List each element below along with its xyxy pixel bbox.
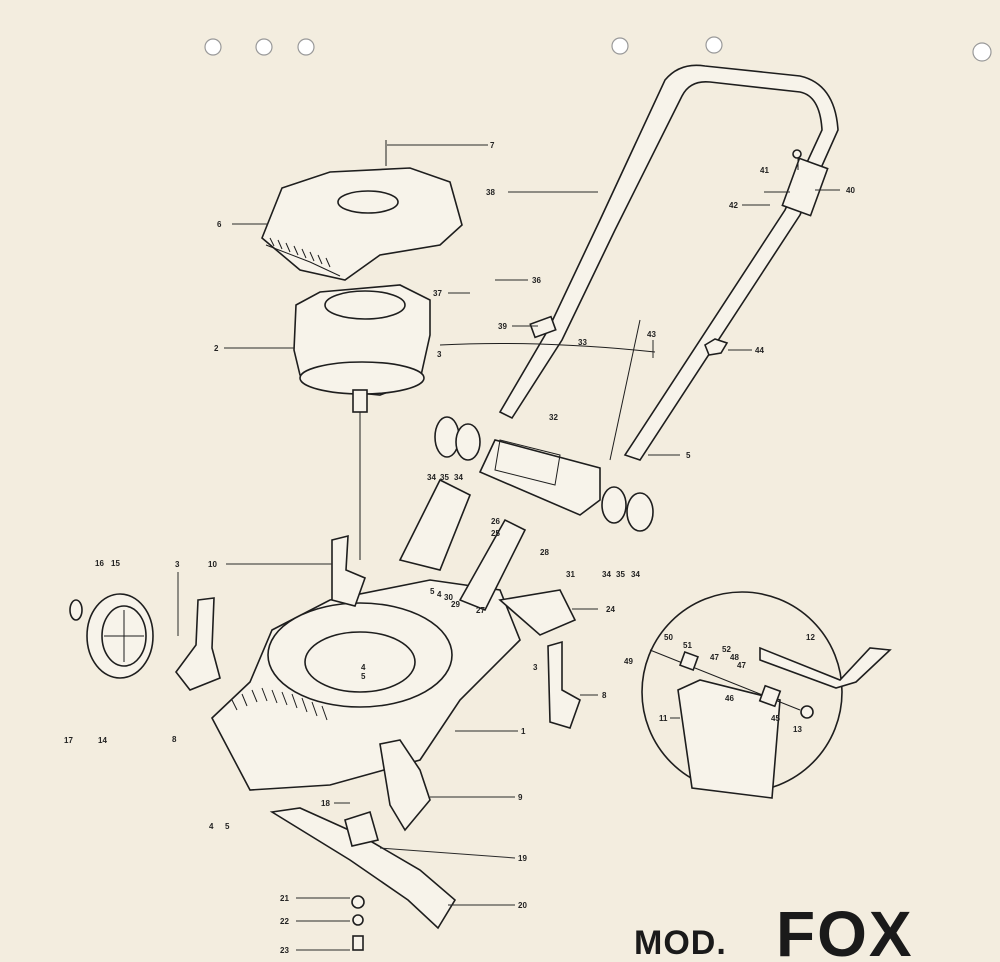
wheel-rear-left [69,593,154,679]
callout-3: 3 [437,350,442,359]
callout-38: 38 [486,188,495,197]
callout-8: 8 [172,735,177,744]
callout-39: 39 [498,322,507,331]
callout-7: 7 [490,141,495,150]
callout-21: 21 [280,894,289,903]
callout-26: 26 [491,517,500,526]
title-model: FOX [776,898,914,962]
callout-27: 27 [476,606,485,615]
callout-18: 18 [321,799,330,808]
callout-52: 52 [722,645,731,654]
callout-19: 19 [518,854,527,863]
callout-32: 32 [549,413,558,422]
callout-50: 50 [664,633,673,642]
title-mod: MOD. [634,924,727,962]
callout-3: 3 [533,663,538,672]
callout-23: 23 [280,946,289,955]
callout-45: 45 [771,714,780,723]
mower-deck [211,478,577,791]
detail-inset [641,591,892,799]
wheels-front [434,416,654,532]
callout-4: 4 [361,663,366,672]
callout-37: 37 [433,289,442,298]
callout-29: 29 [451,600,460,609]
callout-34: 34 [602,570,611,579]
callout-34: 34 [631,570,640,579]
callout-3: 3 [175,560,180,569]
callout-47: 47 [710,653,719,662]
binder-holes [204,36,992,62]
callout-4: 4 [209,822,214,831]
callout-47: 47 [737,661,746,670]
callout-22: 22 [280,917,289,926]
callout-1: 1 [521,727,526,736]
callout-17: 17 [64,736,73,745]
leader-lines [177,144,840,951]
callout-51: 51 [683,641,692,650]
callout-34: 34 [454,473,463,482]
callout-5: 5 [430,587,435,596]
callout-46: 46 [725,694,734,703]
callout-13: 13 [793,725,802,734]
callout-34: 34 [427,473,436,482]
callout-11: 11 [659,714,668,723]
callout-24: 24 [606,605,615,614]
callout-6: 6 [217,220,222,229]
cutting-blade [269,807,457,951]
callout-30: 30 [444,593,453,602]
callout-36: 36 [532,276,541,285]
height-adjuster-levers [174,534,581,832]
callout-40: 40 [846,186,855,195]
engine-cover [261,140,463,281]
callout-4: 4 [437,590,442,599]
callout-31: 31 [566,570,575,579]
engine [293,284,431,560]
callout-5: 5 [225,822,230,831]
callout-9: 9 [518,793,523,802]
callout-2: 2 [214,344,219,353]
callout-14: 14 [98,736,107,745]
callout-48: 48 [730,653,739,662]
callout-5: 5 [361,672,366,681]
callout-49: 49 [624,657,633,666]
callout-28: 28 [540,548,549,557]
callout-10: 10 [208,560,217,569]
callout-42: 42 [729,201,738,210]
callout-35: 35 [616,570,625,579]
part-callouts: 7 6 38 41 40 42 36 37 39 33 43 44 2 3 32… [64,141,855,955]
callout-33: 33 [578,338,587,347]
callout-20: 20 [518,901,527,910]
callout-35: 35 [440,473,449,482]
callout-44: 44 [755,346,764,355]
callout-25: 25 [491,529,500,538]
callout-16: 16 [95,559,104,568]
callout-15: 15 [111,559,120,568]
axle-cover [478,439,601,516]
callout-8: 8 [602,691,607,700]
callout-41: 41 [760,166,769,175]
callout-5: 5 [686,451,691,460]
handle-assembly [439,64,839,461]
callout-12: 12 [806,633,815,642]
callout-43: 43 [647,330,656,339]
